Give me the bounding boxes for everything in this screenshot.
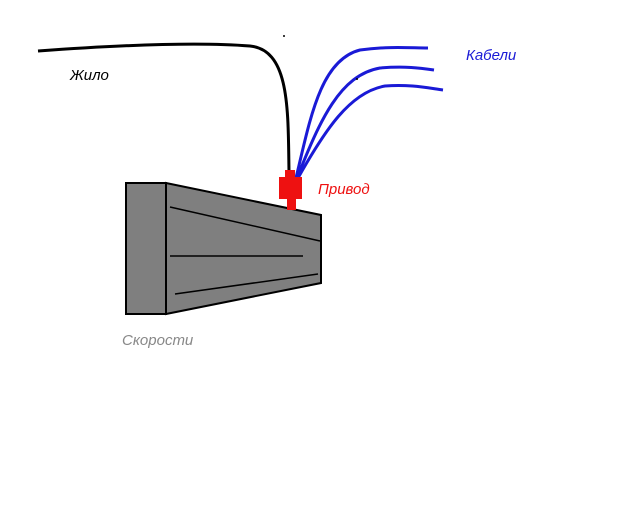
cable-2: [295, 65, 435, 179]
dot: [356, 78, 358, 80]
label-core: Жило: [70, 67, 109, 84]
cable-1: [294, 46, 429, 179]
label-speeds: Скорости: [122, 332, 194, 349]
gearbox-end-cap: [125, 182, 167, 315]
cable-3: [296, 84, 444, 179]
gearbox-tapered-body: [165, 181, 322, 316]
core-wire: [37, 42, 291, 173]
dot: [283, 35, 285, 37]
gearbox-line: [174, 273, 319, 295]
drive-actuator: [279, 170, 302, 210]
gearbox-line: [169, 206, 321, 242]
label-drive: Привод: [318, 181, 370, 198]
cables: [294, 46, 444, 179]
label-cables: Кабели: [466, 47, 517, 64]
gearbox-body: [125, 181, 322, 316]
